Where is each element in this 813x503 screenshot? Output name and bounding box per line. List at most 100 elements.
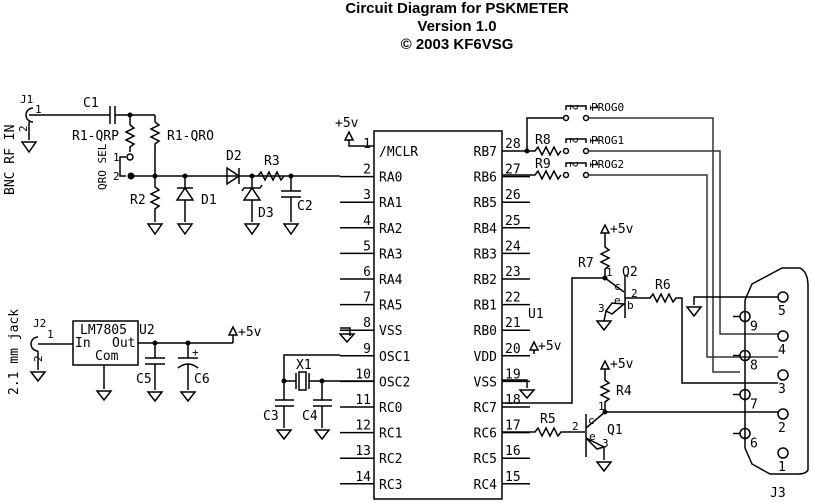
prog2-wire: [589, 174, 778, 358]
ground-icon: [282, 223, 300, 236]
j1-ref: J1: [20, 93, 33, 106]
vcc-arrow-icon: [343, 130, 355, 141]
regulator-in: In: [75, 336, 91, 351]
mcu-pin-name: VSS: [474, 375, 497, 390]
mcu-pin-name: RA2: [379, 222, 402, 237]
mcu-pin-number: 24: [505, 239, 521, 254]
q2-vplus-label: +5v: [610, 222, 634, 237]
d1-label: D1: [201, 193, 217, 208]
prog1-wire: [589, 150, 778, 335]
prog-label: PROG2: [591, 158, 624, 171]
mcu-pin-number: 21: [505, 316, 521, 331]
j1-pin2: 2: [17, 125, 30, 132]
j2-ref: J2: [33, 317, 46, 330]
mcu-pin-name: RA5: [379, 299, 402, 314]
ground-icon: [146, 391, 164, 403]
mcu-pin-number: 13: [355, 444, 371, 459]
mcu-pin-number: 28: [505, 137, 521, 152]
mcu-pin-number: 7: [363, 291, 371, 306]
db9-pin-label: 4: [778, 343, 786, 358]
vcc-arrow-icon: [227, 325, 239, 336]
input-section: BNC RF IN J1 1 2 C1 R1-QRP R1-QRO QRO SE…: [3, 93, 340, 236]
r1-qro-resistor-icon: [149, 121, 161, 150]
ground-icon: [176, 223, 194, 236]
mcu-pin-name: RB6: [474, 171, 497, 186]
ground-icon: [20, 141, 38, 154]
ground-icon: [146, 223, 164, 236]
j2-pin1: 1: [47, 328, 54, 341]
r5-label: R5: [540, 412, 556, 427]
mcu-pin-name: RC2: [379, 452, 402, 467]
mcu-pin-number: 14: [355, 470, 371, 485]
power-vout-label: +5v: [238, 325, 262, 340]
mcu-pin-name: RB0: [474, 324, 497, 339]
mcu-pin-name: RC4: [474, 478, 498, 493]
ground-icon: [595, 320, 613, 332]
prog-pin1: 1: [587, 137, 600, 144]
mcu-pin-name: RC1: [379, 427, 402, 442]
mcu-pin-name: RC3: [379, 478, 402, 493]
mcu-pin-number: 23: [505, 265, 521, 280]
mcu-pin-number: 11: [355, 393, 371, 408]
vcc-arrow-icon: [599, 359, 611, 370]
prog-pin2: 2: [567, 161, 580, 168]
r1-qro-label: R1-QRO: [167, 129, 214, 144]
db9-pin: [777, 291, 789, 303]
db9-pin: [777, 447, 789, 459]
q2-b: b: [627, 299, 634, 312]
prog-label: PROG0: [591, 101, 624, 114]
q1-e: e: [589, 430, 596, 443]
q1-pin3: 3: [602, 437, 609, 450]
q1-section: R5 2 1 c e Q1 3 +5v R4: [502, 357, 778, 473]
ground-icon: [95, 390, 113, 402]
regulator-com: Com: [95, 349, 119, 364]
mcu-ref: U1: [528, 307, 544, 322]
c1-label: C1: [83, 96, 99, 111]
mcu-pin-name: RC6: [474, 427, 497, 442]
j1-connector-label: BNC RF IN: [3, 125, 18, 195]
d2-label: D2: [226, 149, 242, 164]
r6-resistor-icon: [625, 292, 778, 384]
d3-label: D3: [258, 206, 274, 221]
mcu-u1: U1 +5v 1/MCLR2RA03RA14RA25RA36RA47RA58VS…: [335, 116, 562, 500]
q1-pin2: 2: [572, 420, 579, 433]
q2-label: Q2: [622, 265, 638, 280]
mcu-pin-number: 27: [505, 163, 521, 178]
oscillator-section: X1 C3 C4: [263, 354, 374, 441]
vdd-vplus-label: +5v: [538, 339, 562, 354]
mcu-pin-name: RA4: [379, 273, 403, 288]
mcu-pin-name: RC7: [474, 401, 497, 416]
c3-label: C3: [263, 409, 279, 424]
power-section: 2.1 mm jack J2 1 2 LM7805 In Out Com U2 …: [7, 309, 262, 403]
prog-label: PROG1: [591, 134, 624, 147]
c4-label: C4: [302, 409, 318, 424]
r3-label: R3: [264, 154, 280, 169]
db9-pin-label: 6: [750, 437, 758, 452]
db9-pin-label: 5: [778, 304, 786, 319]
title-line2: Version 1.0: [417, 18, 496, 35]
mcu-pin-number: 5: [363, 239, 371, 254]
r4-resistor-icon: [599, 369, 611, 412]
r2-resistor-icon: [149, 176, 161, 222]
mcu-pin-name: RB4: [474, 222, 498, 237]
x1-crystal-icon: [298, 371, 307, 391]
qro-sel-pin2: 2: [113, 170, 120, 183]
ground-icon: [243, 223, 261, 236]
ground-icon: [313, 429, 331, 441]
vcc-arrow-icon: [599, 223, 611, 234]
mcu-pin-number: 20: [505, 342, 521, 357]
mcu-pin-name: RB7: [474, 145, 497, 160]
r3-resistor-icon: [257, 170, 285, 182]
db9-pin: [777, 330, 789, 342]
mcu-pin-number: 1: [363, 137, 371, 152]
db9-pin: [777, 369, 789, 381]
mcu-pin-name: RC5: [474, 452, 497, 467]
r2-label: R2: [130, 193, 146, 208]
r7-label: R7: [578, 256, 594, 271]
r9-label: R9: [535, 157, 551, 172]
qro-sel-jumper[interactable]: [119, 156, 126, 177]
db9-pin-label: 9: [750, 320, 758, 335]
